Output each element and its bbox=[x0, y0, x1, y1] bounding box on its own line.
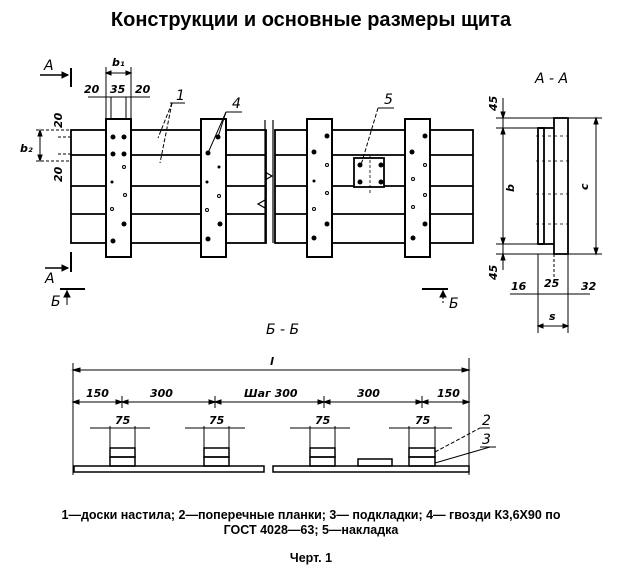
section-bb: Б - Б l 150 300 Шаг 300 300 bbox=[71, 322, 496, 475]
section-a-mark-top: А bbox=[40, 58, 72, 87]
dim-bb-step: Шаг 300 bbox=[244, 387, 298, 400]
bb-deck-right bbox=[272, 465, 470, 473]
section-a-label-bottom: А bbox=[44, 271, 55, 287]
section-aa: А - А bbox=[487, 71, 602, 333]
section-bb-title: Б - Б bbox=[266, 322, 299, 338]
section-b-label-right: Б bbox=[449, 296, 459, 312]
plank-stack bbox=[408, 426, 436, 467]
cross-plank bbox=[200, 118, 227, 258]
dim-bb-150-right: 150 bbox=[437, 387, 460, 400]
dim-bb-75: 75 bbox=[315, 414, 331, 427]
dim-aa-bottom-45: 45 bbox=[487, 264, 500, 281]
cross-plank bbox=[105, 118, 132, 258]
dim-bb-75: 75 bbox=[115, 414, 131, 427]
section-b-mark-left: Б bbox=[51, 288, 85, 310]
dim-b2-label: b₂ bbox=[20, 142, 33, 155]
callout-1-label: 1 bbox=[176, 88, 185, 104]
callout-1: 1 bbox=[157, 88, 185, 164]
dim-aa-c: c bbox=[578, 183, 591, 190]
section-b-mark-right: Б bbox=[422, 288, 459, 312]
bb-deck-left bbox=[73, 465, 265, 473]
dim-left-20: 20 bbox=[84, 83, 100, 96]
cross-plank bbox=[306, 118, 333, 258]
break-line bbox=[256, 120, 274, 243]
legend-line-2: ГОСТ 4028—63; 5—накладка bbox=[223, 523, 399, 537]
dim-b2: b₂ 20 20 bbox=[20, 112, 71, 182]
dim-right-20: 20 bbox=[135, 83, 151, 96]
nails bbox=[110, 133, 428, 244]
dim-b1: b₁ 20 35 20 bbox=[84, 56, 151, 119]
callout-5-label: 5 bbox=[384, 92, 393, 108]
plank-stack bbox=[309, 426, 336, 467]
dim-aa-b: b bbox=[504, 184, 517, 192]
dim-bb-75: 75 bbox=[209, 414, 225, 427]
dim-bb-300-1: 300 bbox=[150, 387, 173, 400]
callout-4: 4 bbox=[207, 96, 242, 154]
figure-label: Черт. 1 bbox=[289, 551, 333, 565]
dim-bb-150-left: 150 bbox=[86, 387, 109, 400]
callout-3-label: 3 bbox=[482, 432, 491, 448]
legend-line-1: 1—доски настила; 2—поперечные планки; 3—… bbox=[61, 508, 561, 522]
cross-planks bbox=[105, 118, 431, 258]
legend: 1—доски настила; 2—поперечные планки; 3—… bbox=[0, 508, 622, 538]
callout-2-label: 2 bbox=[482, 413, 491, 429]
dim-aa-32: 32 bbox=[581, 280, 597, 293]
dim-top-20: 20 bbox=[52, 112, 65, 128]
cross-plank bbox=[404, 118, 431, 258]
overlay-plate bbox=[353, 155, 385, 194]
dim-bb-l: l bbox=[270, 355, 274, 368]
dim-bb-75: 75 bbox=[415, 414, 431, 427]
callout-5: 5 bbox=[360, 92, 394, 166]
bb-overlay bbox=[357, 458, 393, 467]
plank-stack bbox=[203, 426, 230, 467]
section-aa-title: А - А bbox=[534, 71, 568, 87]
plan-view: А А Б Б bbox=[20, 56, 474, 312]
drawing-title: Конструкции и основные размеры щита bbox=[110, 9, 512, 31]
plank-stack bbox=[109, 426, 136, 467]
dim-b1-label: b₁ bbox=[112, 56, 125, 69]
dim-aa-25: 25 bbox=[544, 277, 560, 290]
dim-aa-s: s bbox=[549, 310, 556, 323]
dim-35: 35 bbox=[110, 83, 126, 96]
dim-bb-300-3: 300 bbox=[357, 387, 380, 400]
section-b-label-left: Б bbox=[51, 294, 61, 310]
dim-aa-top-45: 45 bbox=[487, 95, 500, 112]
callout-4-label: 4 bbox=[232, 96, 241, 112]
section-a-label-top: А bbox=[43, 58, 54, 74]
dim-aa-16: 16 bbox=[511, 280, 527, 293]
section-a-mark-bottom: А bbox=[44, 252, 72, 287]
dim-bottom-20: 20 bbox=[52, 166, 65, 182]
